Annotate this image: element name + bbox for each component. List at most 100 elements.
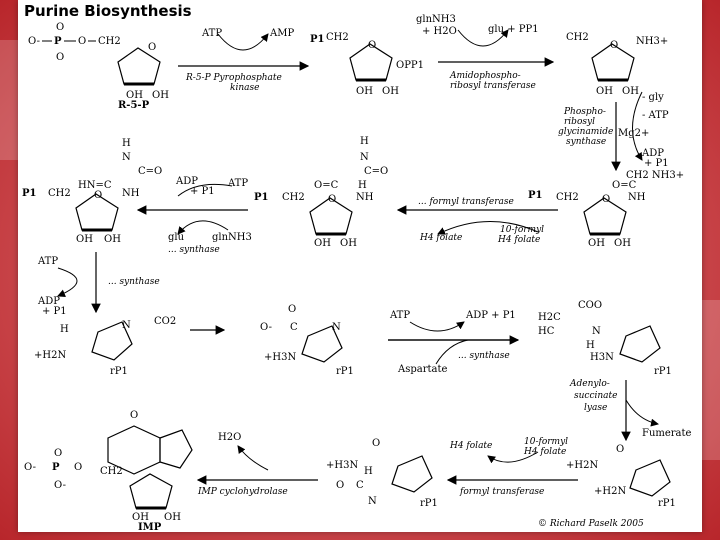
svg-text:... synthase: ... synthase [168, 245, 220, 255]
svg-text:+H2N: +H2N [594, 486, 626, 497]
svg-text:COO: COO [578, 300, 602, 311]
svg-text:succinate: succinate [574, 391, 617, 401]
svg-text:O-: O- [24, 462, 36, 473]
svg-text:10-formyl: 10-formyl [524, 437, 568, 447]
svg-text:lyase: lyase [584, 403, 607, 413]
svg-text:Aspartate: Aspartate [397, 364, 447, 375]
step8-arrow: ATP ADP + P1 Aspartate ... synthase [388, 310, 520, 375]
svg-text:CH2: CH2 [326, 32, 349, 43]
svg-text:ribosyl transferase: ribosyl transferase [450, 81, 536, 91]
svg-text:- ATP: - ATP [642, 110, 669, 121]
step4-arrow: ... formyl transferase 10-formyl H4 fola… [396, 197, 558, 245]
phosphoribosylamine: CH2 O NH3+ OH OH [566, 32, 668, 97]
aminoimidazole-ribonucleotide: H N +H2N rP1 [34, 320, 133, 377]
svg-text:OH: OH [152, 90, 169, 101]
svg-text:- gly: - gly [642, 92, 664, 103]
svg-text:+ P1: + P1 [190, 186, 215, 197]
svg-text:Fumerate: Fumerate [642, 428, 692, 439]
svg-text:H: H [360, 136, 369, 147]
svg-text:CH2: CH2 [556, 192, 579, 203]
svg-text:... formyl transferase: ... formyl transferase [418, 197, 514, 207]
svg-text:ribosyl: ribosyl [564, 117, 595, 127]
svg-text:P1: P1 [528, 190, 542, 201]
svg-text:+ P1: + P1 [644, 158, 669, 169]
svg-text:H: H [364, 466, 373, 477]
aicar: O +H2N +H2N rP1 [566, 444, 676, 509]
svg-text:O: O [54, 448, 62, 459]
svg-text:ATP: ATP [227, 178, 248, 189]
svg-text:O=C: O=C [314, 180, 339, 191]
svg-text:O: O [336, 480, 344, 491]
svg-text:H2O: H2O [218, 432, 241, 443]
r5p-p-top: O [56, 22, 64, 33]
svg-text:Adenylo-: Adenylo- [569, 379, 610, 389]
svg-text:CH2: CH2 [566, 32, 589, 43]
svg-text:N: N [592, 326, 601, 337]
svg-text:OH: OH [382, 86, 399, 97]
svg-text:synthase: synthase [566, 137, 606, 147]
r5p-label: R-5-P [118, 100, 150, 111]
svg-text:O: O [610, 40, 618, 51]
svg-text:O: O [78, 36, 86, 47]
purine-pathway-diagram: Purine Biosynthesis O- P O O O CH2 O OH … [22, 2, 692, 532]
formylglycinamidine-ribonucleotide: H N C=O HN=C P1 CH2 O NH OH OH [22, 138, 162, 245]
saicar: COO H2C HC N H H3N rP1 [538, 300, 672, 377]
svg-text:O: O [602, 194, 610, 205]
svg-text:OH: OH [356, 86, 373, 97]
svg-text:ADP: ADP [175, 176, 198, 187]
svg-text:HN=C: HN=C [78, 180, 112, 191]
svg-text:OH: OH [76, 234, 93, 245]
svg-text:... synthase: ... synthase [458, 351, 510, 361]
svg-text:O: O [616, 444, 624, 455]
svg-text:OH: OH [164, 512, 181, 523]
svg-text:CO2: CO2 [154, 316, 176, 327]
svg-text:kinase: kinase [230, 83, 259, 93]
svg-text:P: P [52, 462, 60, 473]
svg-text:P1: P1 [310, 34, 324, 45]
svg-text:ATP: ATP [201, 28, 222, 39]
svg-text:O: O [368, 40, 376, 51]
diagram-panel: Purine Biosynthesis O- P O O O CH2 O OH … [18, 0, 702, 532]
svg-text:AMP: AMP [269, 28, 294, 39]
svg-text:R-5-P Pyrophosphate: R-5-P Pyrophosphate [185, 73, 282, 83]
svg-text:H: H [586, 340, 595, 351]
svg-text:P1: P1 [254, 192, 268, 203]
svg-text:C=O: C=O [364, 166, 388, 177]
svg-text:glnNH3: glnNH3 [416, 14, 456, 25]
svg-text:+H3N: +H3N [264, 352, 296, 363]
svg-text:rP1: rP1 [110, 366, 128, 377]
svg-text:OH: OH [340, 238, 357, 249]
step3-arrow: - gly - ATP Mg2+ ADP + P1 Phospho- ribos… [558, 91, 669, 172]
svg-text:H4 folate: H4 folate [523, 447, 566, 457]
glycinamide-ribonucleotide: P1 CH2 O O=C CH2 NH3+ NH OH OH [528, 170, 684, 249]
svg-text:ADP: ADP [37, 296, 60, 307]
svg-text:NH3+: NH3+ [636, 36, 668, 47]
inosine-monophosphate: O O- P O O- O CH2 OH OH IMP [24, 410, 193, 532]
svg-text:C: C [356, 480, 364, 491]
svg-text:H: H [60, 324, 69, 335]
svg-text:P1: P1 [22, 188, 36, 199]
svg-text:H2C: H2C [538, 312, 561, 323]
svg-text:IMP: IMP [138, 522, 162, 532]
svg-text:ATP: ATP [389, 310, 410, 321]
svg-text:rP1: rP1 [420, 498, 438, 509]
svg-text:O=C: O=C [612, 180, 637, 191]
svg-text:O: O [372, 438, 380, 449]
svg-text:O: O [130, 410, 138, 421]
svg-text:NH: NH [122, 188, 140, 199]
svg-text:C=O: C=O [138, 166, 162, 177]
faicar: O +H3N H O C N rP1 [326, 438, 438, 509]
step7-co2: CO2 [154, 316, 226, 335]
svg-text:rP1: rP1 [658, 498, 676, 509]
step9-arrow: Adenylo- succinate lyase Fumerate [569, 379, 692, 442]
svg-text:O: O [328, 194, 336, 205]
svg-text:N: N [332, 322, 341, 333]
svg-text:H4 folate: H4 folate [497, 235, 540, 245]
svg-text:OH: OH [588, 238, 605, 249]
r5p-ch2: CH2 [98, 36, 121, 47]
svg-text:Mg2+: Mg2+ [618, 128, 649, 139]
svg-text:OH: OH [622, 86, 639, 97]
svg-text:O: O [56, 52, 64, 63]
svg-text:H3N: H3N [590, 352, 614, 363]
svg-text:CH2: CH2 [282, 192, 305, 203]
